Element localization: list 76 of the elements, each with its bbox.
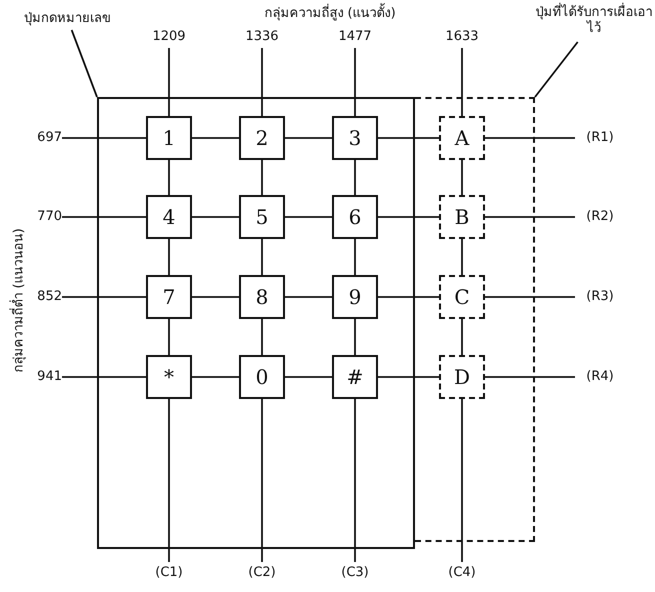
wire-line [168,160,170,195]
wire-line [168,239,170,275]
row-line-label: (R2) [575,206,625,228]
wire-line [285,137,332,139]
wire-line [62,216,146,218]
frequency-label: 1209 [139,26,199,48]
wire-line [285,376,332,378]
leader-line [534,41,578,98]
wire-line [261,319,263,355]
wire-line [62,137,146,139]
column-line-label: (C1) [144,562,194,584]
wire-line [354,160,356,195]
wire-line [192,376,239,378]
wire-line [62,296,146,298]
wire-line [461,319,463,355]
keypad-key: C [439,275,485,319]
frequency-label: 1477 [325,26,385,48]
wire-line [461,399,463,562]
keypad-key: 2 [239,116,285,160]
wire-line [285,296,332,298]
keypad-key: * [146,355,192,399]
keypad-key: 3 [332,116,378,160]
wire-line [285,216,332,218]
keypad-key: # [332,355,378,399]
keypad-key: 0 [239,355,285,399]
keypad-key: 9 [332,275,378,319]
wire-line [192,216,239,218]
keypad-frame [97,97,415,549]
row-line-label: (R4) [575,366,625,388]
frequency-label: 697 [8,127,62,149]
wire-line [168,399,170,562]
leader-line [70,30,98,98]
row-line-label: (R3) [575,286,625,308]
wire-line [378,376,439,378]
column-line-label: (C4) [437,562,487,584]
keypad-key: 8 [239,275,285,319]
wire-line [485,376,575,378]
keypad-key: 7 [146,275,192,319]
wire-line [168,319,170,355]
callout-text: ปุ่มกดหมายเลข [0,8,135,30]
frequency-label: 1633 [432,26,492,48]
reserved-keys-frame [415,97,535,542]
keypad-key: B [439,195,485,239]
wire-line [261,48,263,116]
wire-line [378,296,439,298]
keypad-key: D [439,355,485,399]
keypad-key: 1 [146,116,192,160]
wire-line [168,48,170,116]
row-line-label: (R1) [575,127,625,149]
wire-line [378,216,439,218]
wire-line [378,137,439,139]
wire-line [354,399,356,562]
wire-line [261,160,263,195]
axis-title: กลุ่มความถี่สูง (แนวตั้ง) [230,2,430,23]
keypad-key: 6 [332,195,378,239]
wire-line [261,399,263,562]
keypad-key: 4 [146,195,192,239]
wire-line [485,216,575,218]
wire-line [485,137,575,139]
wire-line [354,319,356,355]
wire-line [461,239,463,275]
column-line-label: (C3) [330,562,380,584]
wire-line [354,239,356,275]
callout-text: ปุ่มที่ได้รับการเผื่อเอาไว้ [535,0,653,42]
wire-line [354,48,356,116]
wire-line [461,160,463,195]
wire-line [461,48,463,116]
keypad-key: 5 [239,195,285,239]
frequency-label: 1336 [232,26,292,48]
wire-line [192,296,239,298]
wire-line [62,376,146,378]
wire-line [485,296,575,298]
wire-line [261,239,263,275]
wire-line [192,137,239,139]
column-line-label: (C2) [237,562,287,584]
keypad-key: A [439,116,485,160]
